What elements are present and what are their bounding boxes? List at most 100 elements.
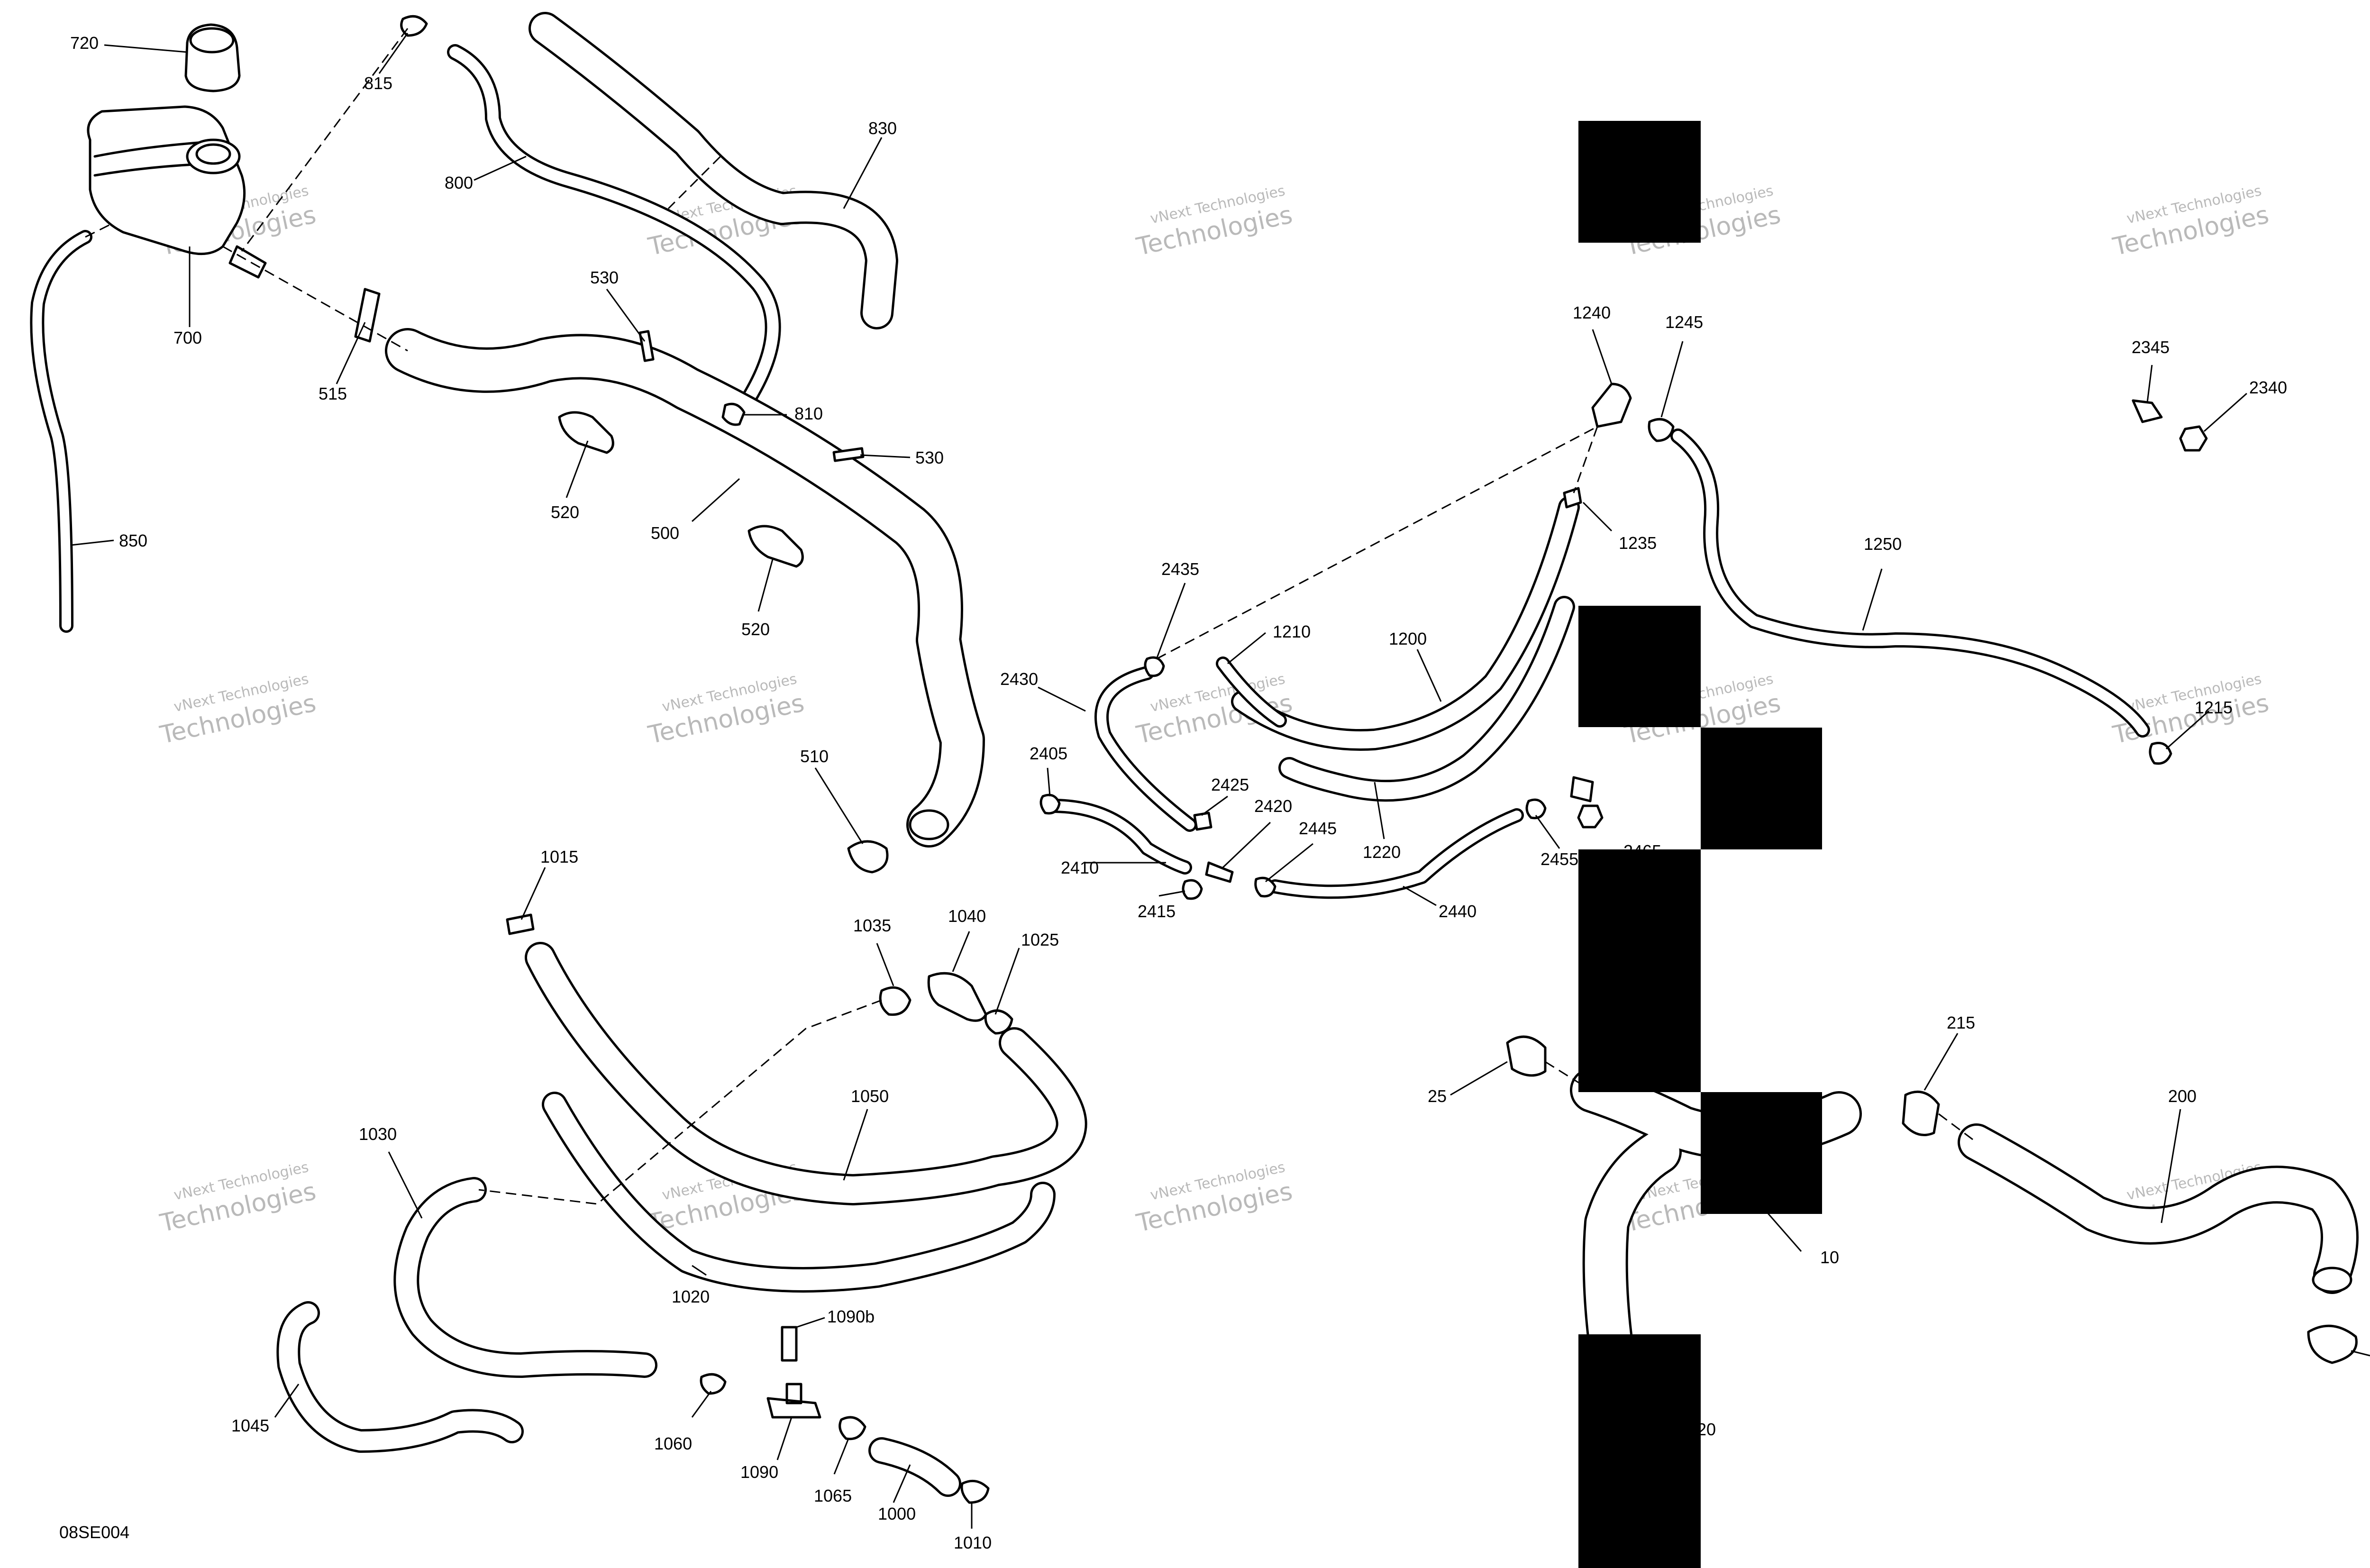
assembly-line [85, 222, 114, 238]
callout-2415: 2415 [1138, 902, 1176, 921]
leader [1265, 843, 1313, 883]
callout-1200: 1200 [1389, 629, 1427, 648]
reservoir-outlet [228, 245, 267, 279]
callout-10: 10 [1820, 1248, 1839, 1267]
callout-520-lower: 520 [741, 620, 770, 639]
temp-sensor-1090b [781, 1326, 798, 1362]
callout-2430: 2430 [1000, 669, 1038, 689]
callout-1050: 1050 [851, 1086, 889, 1106]
leader [1374, 782, 1385, 839]
leader [1222, 821, 1271, 868]
coolant-reservoir-group [30, 12, 985, 874]
support-clip-520-upper [558, 411, 614, 454]
leader [796, 1317, 825, 1328]
redaction-blocks [1578, 121, 1822, 1568]
leader [1660, 341, 1684, 418]
leader [757, 559, 774, 612]
leader [1450, 1061, 1508, 1096]
callout-1235: 1235 [1619, 533, 1657, 553]
callout-1020: 1020 [672, 1287, 710, 1306]
redaction-block [1578, 849, 1701, 1092]
nut-2340 [2179, 425, 2208, 452]
leader [876, 943, 894, 986]
hose-clamp-510 [847, 840, 889, 874]
callout-2410: 2410 [1061, 858, 1099, 877]
short-hose-1000-inner [871, 1440, 959, 1495]
hose-clamp-1010 [960, 1479, 990, 1504]
leader [520, 867, 546, 920]
redaction-block [1701, 1092, 1822, 1214]
callout-1025: 1025 [1021, 930, 1059, 949]
vent-hose-1250-inner [1673, 431, 2148, 735]
radiator-hose-upper-inner [531, 14, 896, 327]
leader [1156, 583, 1186, 659]
callout-1250: 1250 [1864, 534, 1902, 554]
fitting-2420 [1205, 861, 1234, 883]
callout-2405: 2405 [1030, 744, 1067, 763]
leader [104, 44, 188, 53]
thermostat-housing-1040 [927, 972, 987, 1022]
callout-1065: 1065 [814, 1486, 852, 1505]
leader [1582, 501, 1613, 532]
leader [1047, 767, 1051, 797]
leader [274, 1384, 300, 1418]
hose-clamp-1060 [700, 1373, 727, 1395]
redaction-block [1578, 121, 1701, 243]
leader [2204, 392, 2247, 432]
watermarks: vNext Technologies Technologies vNext Te… [157, 182, 2271, 1238]
leader [474, 155, 527, 181]
callout-1090b: 1090b [827, 1307, 875, 1326]
bypass-hose-1220-inner [1281, 598, 1573, 800]
callout-520-upper: 520 [551, 502, 579, 522]
assembly-line [241, 28, 409, 252]
leader [1535, 815, 1560, 849]
callout-215: 215 [1947, 1013, 1975, 1032]
callout-1040: 1040 [948, 906, 986, 926]
callout-2425: 2425 [1211, 775, 1249, 794]
pipe-end [909, 809, 949, 840]
leader [606, 289, 646, 342]
leader [893, 1464, 911, 1503]
bleed-hose-2430-inner [1097, 668, 1194, 830]
nut-2465 [1577, 804, 1604, 829]
leader [565, 440, 589, 498]
nipple-2345 [2132, 399, 2163, 423]
leader [776, 1417, 793, 1460]
assembly-line [667, 155, 721, 210]
leader [336, 322, 366, 384]
callout-25: 25 [1428, 1086, 1447, 1106]
leader [833, 1438, 849, 1475]
callout-1060: 1060 [654, 1434, 692, 1453]
callout-labels: 720 815 830 800 700 530 530 515 810 520 … [59, 33, 2287, 1552]
callout-2455: 2455 [1540, 849, 1578, 869]
callout-1000: 1000 [878, 1504, 916, 1523]
bracket-515 [354, 288, 381, 343]
hose-clamp-815 [400, 15, 428, 37]
callout-2465: 2465 [1623, 841, 1661, 861]
hose-clamp-2415 [1182, 879, 1203, 900]
callout-720: 720 [70, 33, 99, 53]
leader [71, 539, 114, 546]
reservoir-ridge [93, 141, 205, 158]
heater-hose-1030-inner [396, 1179, 655, 1376]
callout-810: 810 [794, 404, 823, 423]
callout-1245: 1245 [1665, 312, 1703, 332]
bleed-hose-1210-inner [1218, 659, 1285, 725]
callout-515: 515 [319, 384, 347, 403]
clamp-810 [721, 402, 746, 426]
leader [814, 767, 864, 844]
callout-1030: 1030 [359, 1124, 397, 1144]
coolant-pipe-main-inner [387, 330, 983, 845]
callout-1090: 1090 [740, 1462, 778, 1482]
bypass-hose-group [1038, 329, 2247, 906]
assembly-line [478, 999, 882, 1205]
reservoir-cap-top [189, 27, 235, 54]
redaction-block [1701, 728, 1822, 849]
callout-1210: 1210 [1273, 622, 1311, 641]
callout-1010: 1010 [954, 1533, 992, 1552]
leader [1158, 890, 1185, 897]
hose-clamp-2435 [1144, 656, 1165, 677]
overflow-hose-inner [32, 232, 90, 630]
sensor-1015 [506, 913, 535, 935]
callout-1045: 1045 [231, 1416, 269, 1435]
